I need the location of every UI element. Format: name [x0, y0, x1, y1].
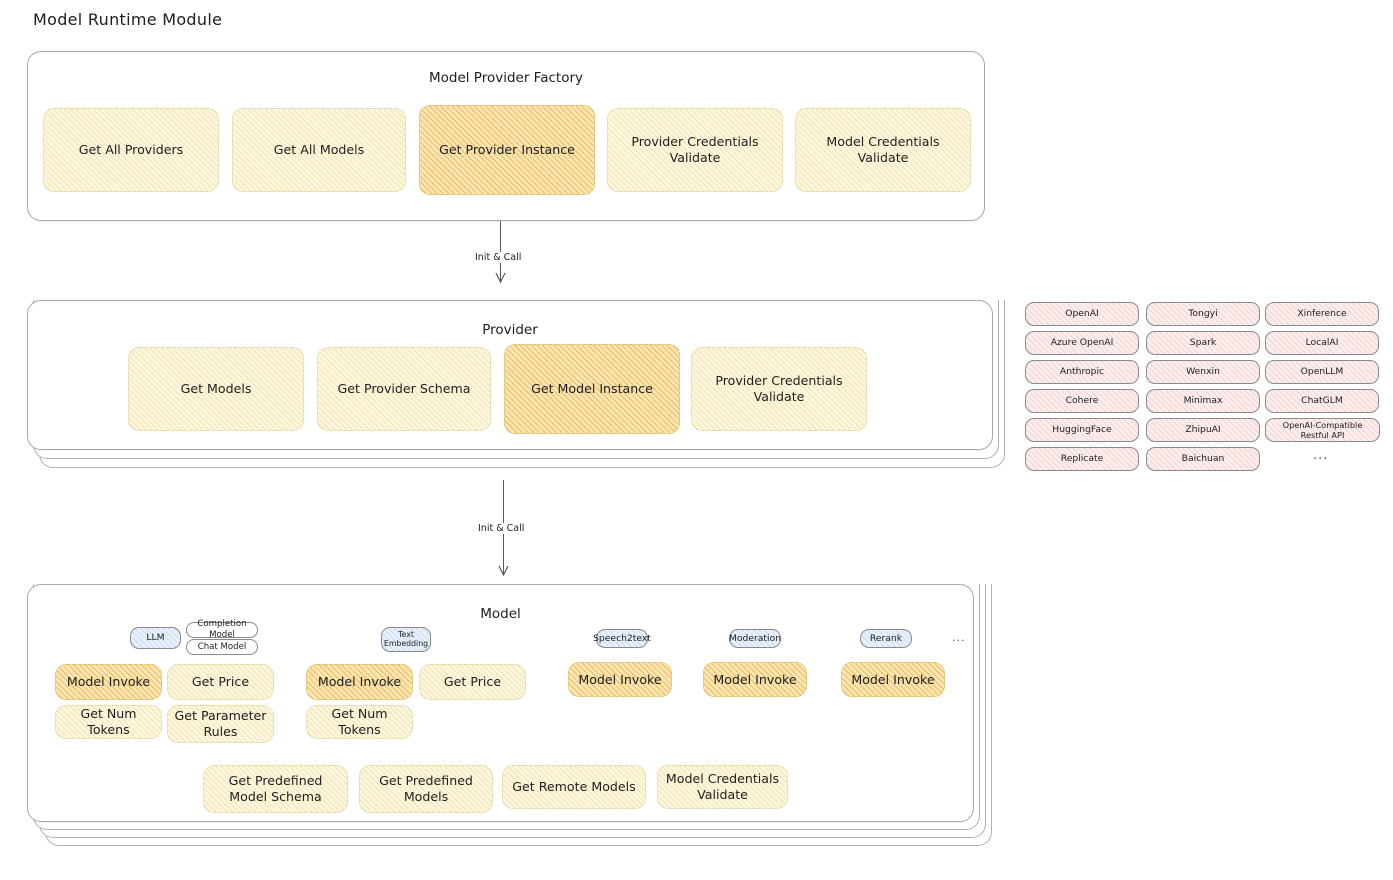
provider-chip-cohere[interactable]: Cohere [1025, 389, 1139, 413]
provider-chip-wenxin[interactable]: Wenxin [1146, 360, 1260, 384]
model-type-llm-sub-chat-model[interactable]: Chat Model [186, 639, 258, 655]
provider-chip-spark[interactable]: Spark [1146, 331, 1260, 355]
provider-chip-xinference[interactable]: Xinference [1265, 302, 1379, 326]
node-get-predefined-model-schema[interactable]: Get Predefined Model Schema [203, 765, 348, 813]
provider-chip-anthropic[interactable]: Anthropic [1025, 360, 1139, 384]
provider-chip-baichuan[interactable]: Baichuan [1146, 447, 1260, 471]
node-moderation-model-invoke[interactable]: Model Invoke [703, 662, 807, 697]
provider-chip-localai[interactable]: LocalAI [1265, 331, 1379, 355]
node-text-embedding-get-price[interactable]: Get Price [419, 664, 526, 700]
node-llm-get-parameter-rules[interactable]: Get Parameter Rules [167, 705, 274, 743]
arrow-label-init-call-2: Init & Call [475, 523, 528, 534]
page-title: Model Runtime Module [33, 10, 223, 29]
node-provider-credentials-validate-factory[interactable]: Provider Credentials Validate [607, 108, 783, 192]
node-get-provider-schema[interactable]: Get Provider Schema [317, 347, 491, 431]
node-llm-get-price[interactable]: Get Price [167, 664, 274, 700]
model-type-llm-sub-completion-model[interactable]: Completion Model [186, 619, 258, 640]
node-text-embedding-get-num-tokens[interactable]: Get Num Tokens [306, 705, 413, 739]
node-speech2text-model-invoke[interactable]: Model Invoke [568, 662, 672, 697]
provider-chip-huggingface[interactable]: HuggingFace [1025, 418, 1139, 442]
node-get-provider-instance[interactable]: Get Provider Instance [419, 105, 595, 195]
arrow-provider-to-model-head [498, 565, 509, 576]
section-title-model: Model [480, 606, 521, 622]
section-model: Model [27, 584, 974, 822]
section-title-provider: Provider [482, 322, 538, 338]
arrow-factory-to-provider-head [495, 272, 506, 283]
provider-chip-replicate[interactable]: Replicate [1025, 447, 1139, 471]
node-get-predefined-models[interactable]: Get Predefined Models [359, 765, 493, 813]
provider-chip-azure-openai[interactable]: Azure OpenAI [1025, 331, 1139, 355]
node-rerank-model-invoke[interactable]: Model Invoke [841, 662, 945, 697]
provider-list: OpenAI Azure OpenAI Anthropic Cohere Hug… [1025, 300, 1380, 480]
provider-chip-openllm[interactable]: OpenLLM [1265, 360, 1379, 384]
node-get-models[interactable]: Get Models [128, 347, 304, 431]
node-get-model-instance[interactable]: Get Model Instance [504, 344, 680, 434]
model-type-text-embedding[interactable]: Text Embedding [381, 627, 431, 652]
provider-chip-openai[interactable]: OpenAI [1025, 302, 1139, 326]
node-model-credentials-validate-model[interactable]: Model Credentials Validate [657, 765, 788, 809]
node-model-credentials-validate-factory[interactable]: Model Credentials Validate [795, 108, 971, 192]
node-get-remote-models[interactable]: Get Remote Models [502, 765, 646, 809]
model-type-rerank[interactable]: Rerank [860, 629, 912, 648]
provider-chip-minimax[interactable]: Minimax [1146, 389, 1260, 413]
provider-list-more-ellipsis: ... [1313, 448, 1329, 463]
arrow-label-init-call-1: Init & Call [472, 252, 525, 263]
node-provider-credentials-validate-provider[interactable]: Provider Credentials Validate [691, 347, 867, 431]
node-llm-model-invoke[interactable]: Model Invoke [55, 664, 162, 700]
node-get-all-models[interactable]: Get All Models [232, 108, 406, 192]
model-types-more-ellipsis: ... [952, 631, 966, 644]
node-text-embedding-model-invoke[interactable]: Model Invoke [306, 664, 413, 700]
provider-chip-tongyi[interactable]: Tongyi [1146, 302, 1260, 326]
model-type-speech2text[interactable]: Speech2text [593, 629, 651, 648]
model-type-llm[interactable]: LLM [130, 627, 181, 649]
node-llm-get-num-tokens[interactable]: Get Num Tokens [55, 705, 162, 739]
provider-chip-openai-compatible-restful-api[interactable]: OpenAI-Compatible Restful API [1265, 418, 1380, 442]
provider-chip-zhipuai[interactable]: ZhipuAI [1146, 418, 1260, 442]
node-get-all-providers[interactable]: Get All Providers [43, 108, 219, 192]
provider-chip-chatglm[interactable]: ChatGLM [1265, 389, 1379, 413]
section-title-model-provider-factory: Model Provider Factory [428, 70, 583, 86]
model-type-moderation[interactable]: Moderation [729, 629, 781, 648]
